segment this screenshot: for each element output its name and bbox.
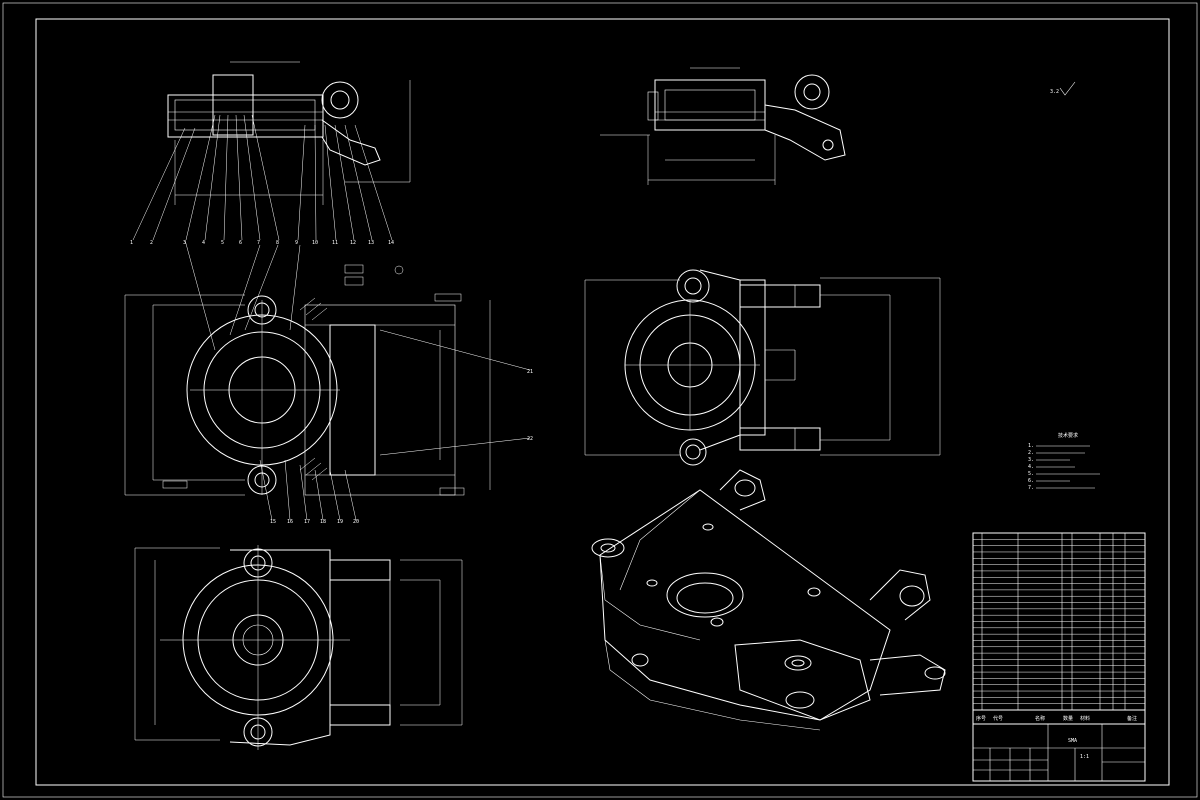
balloon-14: 14 bbox=[388, 240, 394, 246]
footer-label-remark: 备注 bbox=[1127, 715, 1137, 722]
parts-list-footer: 序号 代号 名称 数量 材料 备注 bbox=[972, 709, 1146, 725]
balloon-4: 4 bbox=[202, 240, 205, 246]
balloon-18: 18 bbox=[320, 519, 326, 525]
balloon-7: 7 bbox=[257, 240, 260, 246]
footer-label-index: 序号 bbox=[976, 715, 986, 722]
balloon-13: 13 bbox=[368, 240, 374, 246]
balloon-2: 2 bbox=[150, 240, 153, 246]
balloon-8: 8 bbox=[276, 240, 279, 246]
balloon-1: 1 bbox=[130, 240, 133, 246]
balloon-12: 12 bbox=[350, 240, 356, 246]
balloon-17: 17 bbox=[304, 519, 310, 525]
footer-label-qty: 数量 bbox=[1063, 715, 1073, 722]
tech-req-line-1: 1. bbox=[1028, 443, 1034, 449]
balloon-22: 22 bbox=[527, 436, 533, 442]
footer-label-material: 材料 bbox=[1080, 715, 1090, 722]
top-center-section-view bbox=[600, 67, 846, 185]
bottom-left-view bbox=[134, 545, 463, 750]
tech-req-title: 技术要求 bbox=[1058, 432, 1078, 439]
tech-req-line-2: 2. bbox=[1028, 450, 1034, 456]
tech-req-line-5: 5. bbox=[1028, 471, 1034, 477]
top-left-section-view: 1 2 3 4 5 6 7 8 9 10 11 12 13 14 bbox=[130, 61, 411, 246]
tech-req-line-6: 6. bbox=[1028, 478, 1034, 484]
footer-label-name: 名称 bbox=[1035, 715, 1045, 722]
tech-req-line-4: 4. bbox=[1028, 464, 1034, 470]
balloon-21: 21 bbox=[527, 369, 533, 375]
technical-requirements: 技术要求 1. 2. 3. 4. 5. 6. 7. bbox=[1028, 432, 1100, 491]
balloon-19: 19 bbox=[337, 519, 343, 525]
tech-req-line-7: 7. bbox=[1028, 485, 1034, 491]
roughness-symbol bbox=[1059, 81, 1076, 96]
isometric-view bbox=[591, 469, 946, 731]
balloon-5: 5 bbox=[221, 240, 224, 246]
balloon-20: 20 bbox=[353, 519, 359, 525]
surface-roughness-mark: 3.2 bbox=[1050, 89, 1059, 95]
balloon-11: 11 bbox=[332, 240, 338, 246]
balloon-10: 10 bbox=[312, 240, 318, 246]
mid-left-section-view: 15 16 17 18 19 20 21 22 bbox=[124, 239, 533, 525]
tech-req-line-3: 3. bbox=[1028, 457, 1034, 463]
balloon-15: 15 bbox=[270, 519, 276, 525]
parts-list bbox=[972, 532, 1146, 711]
title-block-stamp: SMA bbox=[1068, 738, 1077, 744]
balloon-6: 6 bbox=[239, 240, 242, 246]
inner-border bbox=[35, 18, 1170, 786]
footer-label-code: 代号 bbox=[993, 715, 1003, 722]
title-block: SMA 1:1 bbox=[972, 723, 1146, 782]
balloon-3: 3 bbox=[183, 240, 186, 246]
balloon-16: 16 bbox=[287, 519, 293, 525]
balloon-9: 9 bbox=[295, 240, 298, 246]
mid-right-plan-view bbox=[584, 269, 941, 466]
title-block-scale: 1:1 bbox=[1080, 754, 1089, 760]
